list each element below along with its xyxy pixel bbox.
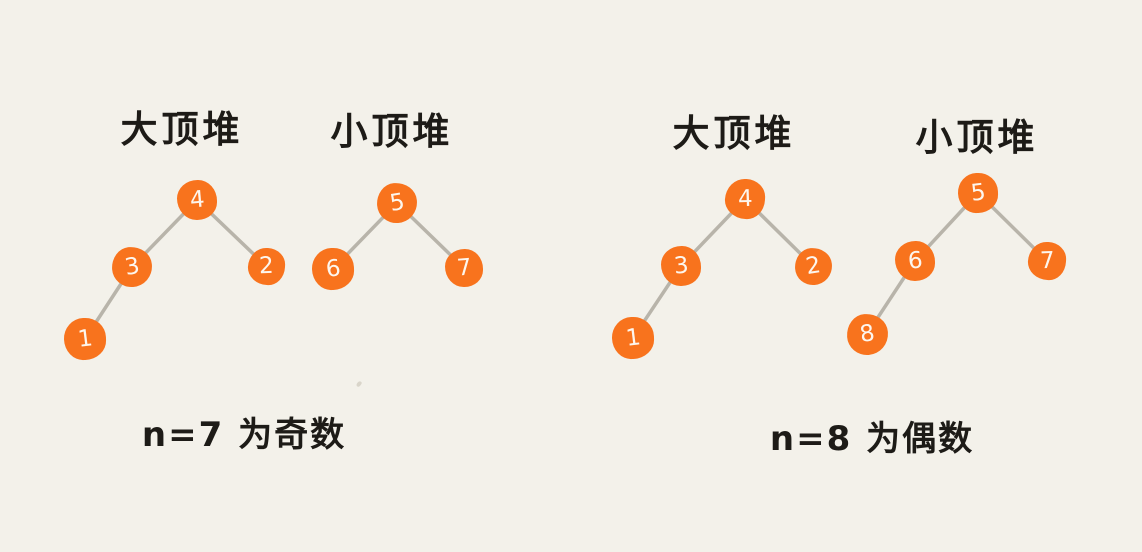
left-caption-n7-odd: n=7 为奇数: [141, 415, 347, 455]
right-max-heap-title: 大顶堆: [672, 112, 796, 155]
node-value: 7: [1039, 247, 1055, 274]
node-value: 4: [188, 185, 206, 214]
node-value: 5: [969, 178, 987, 207]
node-value: 6: [324, 254, 342, 283]
node-value: 8: [857, 319, 877, 348]
node-value: 2: [258, 252, 274, 279]
tree-node-right-max-3: 3: [661, 246, 701, 286]
tree-node-right-min-6: 6: [895, 241, 935, 281]
node-value: 2: [803, 251, 823, 280]
node-value: 5: [387, 188, 407, 217]
node-value: 3: [672, 251, 690, 280]
node-value: 7: [455, 253, 473, 282]
tree-node-left-max-4: 4: [177, 180, 217, 220]
tree-node-left-min-7: 7: [445, 249, 483, 287]
right-min-heap-title: 小顶堆: [915, 116, 1039, 159]
node-value: 1: [624, 323, 642, 352]
node-value: 1: [76, 324, 94, 353]
node-value: 6: [906, 246, 924, 275]
left-max-heap-title: 大顶堆: [120, 108, 244, 151]
left-min-heap-title: 小顶堆: [330, 110, 454, 153]
right-caption-n8-even: n=8 为偶数: [769, 419, 975, 459]
node-value: 4: [737, 185, 753, 212]
node-value: 3: [122, 252, 142, 281]
